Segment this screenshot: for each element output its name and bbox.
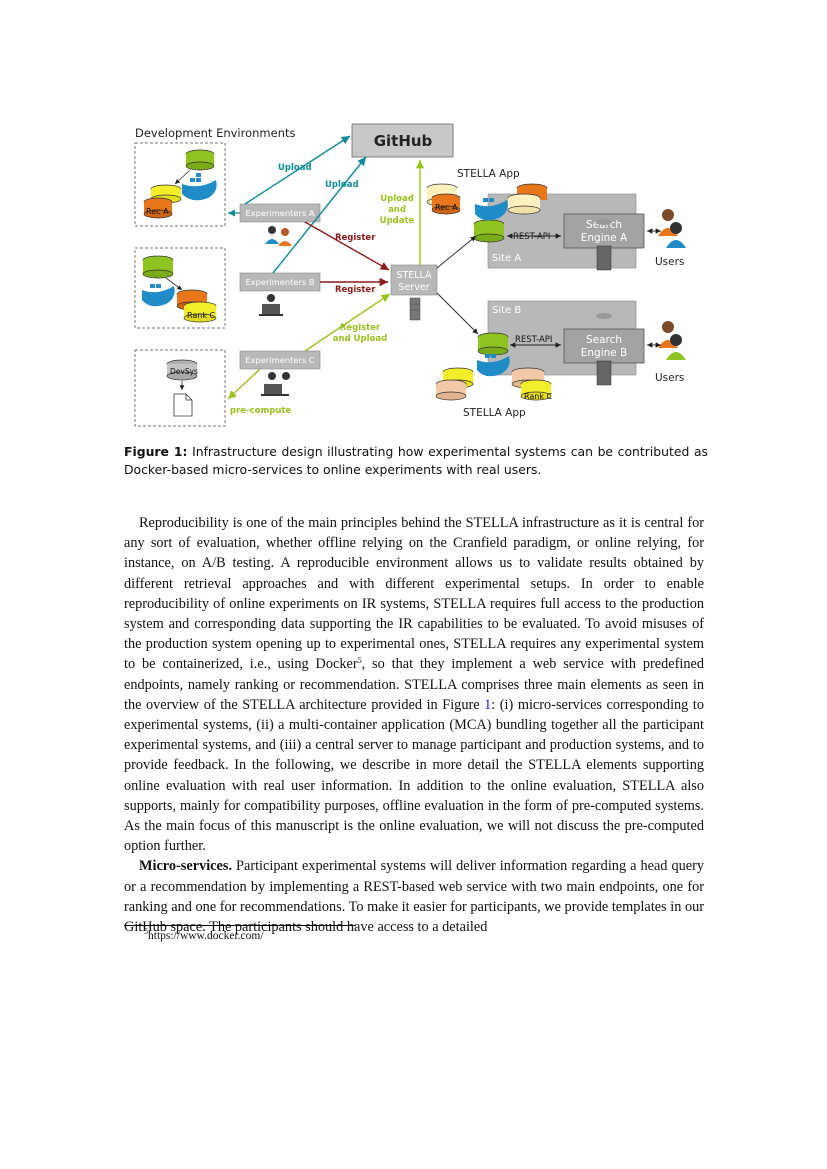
stella-app-bottom-label: STELLA App xyxy=(463,407,526,419)
figure-caption: Figure 1: Infrastructure design illustra… xyxy=(124,443,708,479)
site-b-label: Site B xyxy=(492,305,521,316)
users-icon xyxy=(658,321,686,360)
rec-a-site-label: Rec A xyxy=(435,203,458,212)
paragraph-1: Reproducibility is one of the main princ… xyxy=(124,513,704,856)
experimenters-b-label: Experimenters B xyxy=(245,277,314,287)
users-a-label: Users xyxy=(655,256,684,268)
rest-api-a-label: REST-API xyxy=(513,232,550,242)
devsys-database xyxy=(166,359,198,381)
people-icon xyxy=(265,226,292,246)
paragraph-2: Micro-services. Participant experimental… xyxy=(124,856,704,937)
upload-update-line-3: Update xyxy=(380,216,415,226)
stella-server-box xyxy=(390,264,438,296)
search-engine-b-line-1: Search xyxy=(586,334,622,346)
rank-c-dev-label: Rank C xyxy=(187,311,216,320)
server-tower-icon xyxy=(409,297,421,321)
experimenters-c-label: Experimenters C xyxy=(245,355,314,365)
docker-icon xyxy=(477,354,510,377)
infrastructure-figure: Development Environments Rec A xyxy=(120,118,720,428)
rec-a-dev-label: Rec A xyxy=(146,207,169,216)
paragraph-1-part-b: , so that they implement a web service w… xyxy=(124,656,705,713)
people-icon xyxy=(261,372,290,396)
caption-label: Figure 1: xyxy=(124,444,188,459)
paragraph-2-text: Participant experimental systems will de… xyxy=(124,858,704,936)
server-tower-icon xyxy=(596,313,612,386)
rest-api-b-label: REST-API xyxy=(515,335,552,345)
dev-a-databases xyxy=(143,149,215,219)
upload-update-line-2: and xyxy=(388,205,406,215)
dev-b-databases xyxy=(142,255,217,323)
dev-env-box-a xyxy=(134,142,226,227)
laptop-icon xyxy=(259,294,283,316)
register-arrow-a xyxy=(304,221,390,271)
register-upload-arrow xyxy=(304,293,391,352)
dev-env-box-c xyxy=(134,349,226,427)
server-tower-icon xyxy=(596,219,612,271)
docker-icon xyxy=(182,173,217,201)
server-to-site-a xyxy=(436,235,477,269)
github-box xyxy=(351,123,454,158)
github-label: GitHub xyxy=(374,132,433,150)
search-engine-a-line-2: Engine A xyxy=(581,232,628,244)
upload-update-line-1: Upload xyxy=(380,194,414,204)
stella-server-line-2: Server xyxy=(398,282,429,293)
footnote-mark: 5 xyxy=(144,927,148,936)
section-heading-micro-services: Micro-services. xyxy=(139,858,233,875)
precompute-label: pre-compute xyxy=(230,406,292,416)
stella-app-top-label: STELLA App xyxy=(457,168,520,180)
footnote-ref[interactable]: 5 xyxy=(357,656,362,666)
upload-label-2: Upload xyxy=(325,180,359,190)
users-icon xyxy=(658,209,686,248)
server-to-site-b xyxy=(436,292,479,335)
experimenters-c-box xyxy=(239,350,321,370)
docker-icon xyxy=(142,284,175,307)
footnote-rule xyxy=(124,925,356,926)
experimenters-a-label: Experimenters A xyxy=(245,208,314,218)
dev-env-box-b xyxy=(134,247,226,329)
register-label-1: Register xyxy=(335,233,376,243)
file-icon xyxy=(173,393,193,417)
paragraph-1-part-c: : (i) micro-services corresponding to ex… xyxy=(124,696,705,855)
site-b-databases xyxy=(435,332,552,401)
upload-label-1: Upload xyxy=(278,163,312,173)
caption-text: Infrastructure design illustrating how e… xyxy=(124,444,708,477)
register-upload-line-2: and Upload xyxy=(333,334,387,344)
docker-icon xyxy=(475,198,508,221)
footnote: 5https://www.docker.com/ xyxy=(144,927,264,943)
site-a-label: Site A xyxy=(492,253,521,264)
devsys-label: DevSys xyxy=(170,367,198,376)
site-a-databases xyxy=(426,183,548,243)
footnote-url[interactable]: https://www.docker.com/ xyxy=(148,930,264,942)
paragraph-1-part-a: Reproducibility is one of the main princ… xyxy=(124,515,704,673)
precompute-arrow xyxy=(227,368,261,400)
users-b-label: Users xyxy=(655,372,684,384)
rank-c-site-label: Rank C xyxy=(524,392,553,401)
body-text: Reproducibility is one of the main princ… xyxy=(124,513,704,937)
search-engine-b-line-2: Engine B xyxy=(581,347,628,359)
register-upload-line-1: Register xyxy=(340,323,381,333)
stella-server-line-1: STELLA xyxy=(396,270,432,281)
upload-arrow-b xyxy=(272,156,367,274)
dev-env-title: Development Environments xyxy=(135,126,296,140)
upload-arrow-a xyxy=(244,135,351,205)
register-label-2: Register xyxy=(335,285,376,295)
figure-ref-link[interactable]: 1 xyxy=(484,696,492,713)
